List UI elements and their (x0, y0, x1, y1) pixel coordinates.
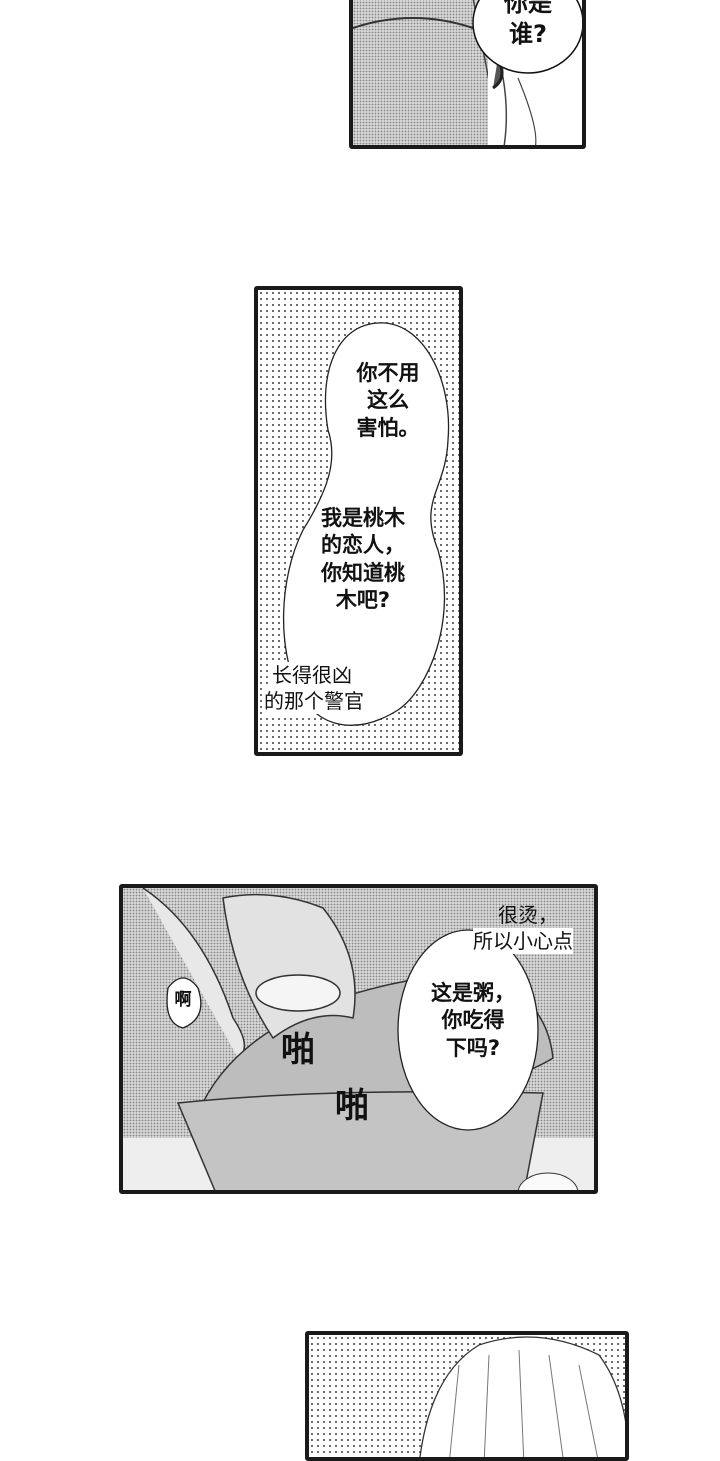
aside-text: 很烫， 所以小心点 (473, 902, 573, 954)
bubble-line: 你是 (504, 0, 552, 17)
panel-3: 啊 啪 啪 很烫， 所以小心点 这是粥， 你吃得 下吗? (119, 884, 598, 1194)
bubble-text-bottom: 我是桃木 的恋人， 你知道桃 木吧? (298, 505, 428, 614)
bubble-line: 的恋人， (321, 533, 405, 558)
bubble-line: 我是桃木 (321, 506, 405, 530)
bubble-line: 木吧? (335, 587, 391, 612)
panel-1-art (353, 0, 582, 145)
sfx-text: 啪 (335, 1086, 369, 1126)
bubble-line: 这么 (367, 388, 409, 413)
bubble-text: 你是 谁? (481, 0, 575, 50)
panel-1: 你是 谁? (349, 0, 586, 149)
panel-4-art (419, 1336, 625, 1457)
bubble-text: 这是粥， 你吃得 下吗? (413, 980, 533, 1062)
panel-2: 你不用 这么 害怕。 我是桃木 的恋人， 你知道桃 木吧? 长得很凶 的那个警官 (254, 286, 463, 756)
speech-bubble (282, 322, 450, 726)
bubble-line: 你不用 (356, 361, 420, 385)
bubble-line: 害怕。 (356, 415, 420, 440)
speech-bubble (472, 0, 582, 74)
panel-3-art (123, 888, 594, 1190)
aside-line: 所以小心点 (473, 928, 573, 954)
panel-2-art (282, 322, 450, 726)
aside-line: 的那个警官 (264, 688, 364, 714)
aside-line: 很烫， (498, 903, 558, 927)
speech-bubble (397, 929, 539, 1131)
bubble-line: 谁? (509, 20, 547, 49)
exclaim-bubble (166, 977, 202, 1029)
bubble-line: 下吗? (445, 1035, 501, 1060)
exclaim-text: 啊 (174, 990, 192, 1010)
bubble-line: 你吃得 (441, 1008, 505, 1033)
aside-line: 长得很凶 (272, 662, 352, 688)
aside-text: 长得很凶 的那个警官 (264, 662, 364, 714)
bubble-line: 这是粥， (431, 981, 515, 1005)
sfx-text: 啪 (281, 1030, 315, 1070)
bubble-text-top: 你不用 这么 害怕。 (333, 360, 443, 442)
panel-4 (305, 1331, 629, 1461)
bubble-line: 你知道桃 (321, 560, 405, 585)
